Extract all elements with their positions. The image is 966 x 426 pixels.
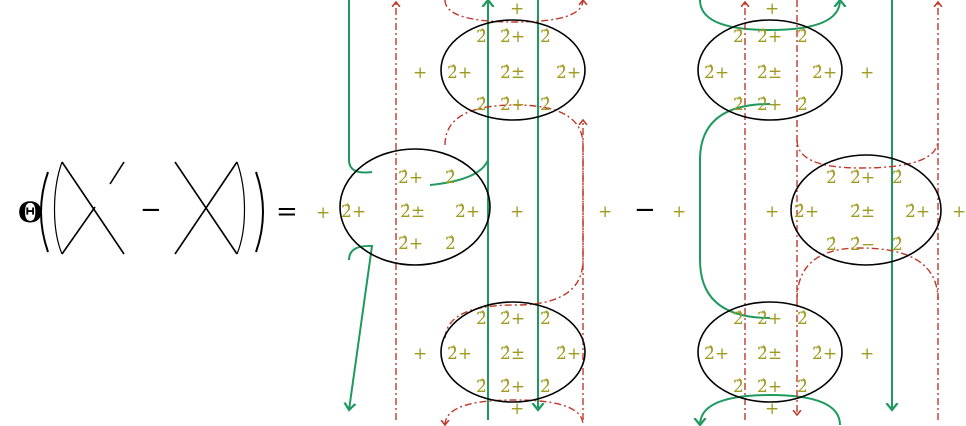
- label: 2̂: [733, 27, 744, 47]
- label: 2̂: [826, 168, 837, 188]
- label: 2̂+: [704, 63, 729, 83]
- plus-label: +: [765, 399, 779, 419]
- label: 2̂: [892, 235, 903, 255]
- right-paren: [255, 171, 264, 253]
- label: 2̂: [797, 309, 808, 329]
- label: 2̂±: [850, 202, 875, 222]
- oval-center-left: [339, 148, 491, 266]
- theta-symbol: Θ: [18, 196, 42, 229]
- minus-sign: −: [634, 195, 656, 225]
- label: 2̂: [445, 168, 456, 188]
- label: 2̂+: [500, 377, 525, 397]
- plus-label: +: [510, 202, 524, 222]
- label: 2̂: [826, 235, 837, 255]
- label: 2̂+: [398, 234, 423, 254]
- label: 2̂±: [500, 63, 525, 83]
- label: 2̂+: [757, 309, 782, 329]
- label: 2̂: [476, 27, 487, 47]
- label: 2̂: [733, 95, 744, 115]
- label: 2̂+: [500, 309, 525, 329]
- label: 2̂−: [850, 235, 875, 255]
- plus-label: +: [860, 63, 874, 83]
- label: 2̂: [733, 377, 744, 397]
- label: 2̂±: [400, 202, 425, 222]
- oval-center-right: [790, 154, 942, 266]
- minus-sign: −: [140, 195, 162, 225]
- label: 2̂+: [447, 63, 472, 83]
- oval-bottom-left: [440, 301, 586, 403]
- oval-bottom-right: [697, 301, 843, 403]
- label: 2̂+: [850, 168, 875, 188]
- plus-label: +: [952, 202, 966, 222]
- label: 2̂+: [500, 95, 525, 115]
- oval-top-left: [440, 19, 586, 121]
- label: 2̂: [476, 377, 487, 397]
- label: 2̂: [540, 377, 551, 397]
- plus-label: +: [413, 63, 427, 83]
- plus-label: +: [598, 202, 612, 222]
- plus-label: +: [413, 344, 427, 364]
- label: 2̂: [445, 234, 456, 254]
- plus-label: +: [860, 344, 874, 364]
- label: 2̂±: [500, 344, 525, 364]
- label: 2̂+: [500, 27, 525, 47]
- plus-label: +: [510, 399, 524, 419]
- label: 2̂±: [757, 344, 782, 364]
- label: 2̂+: [447, 344, 472, 364]
- oval-top-right: [697, 19, 843, 121]
- plus-label: +: [510, 0, 524, 19]
- label: 2̂+: [757, 27, 782, 47]
- diagram-two: + 2̂ 2̂+ 2̂ 2̂+ 2̂± 2̂+ + 2̂ 2̂+ 2̂ + 2̂…: [698, 0, 966, 425]
- label: 2̂: [892, 168, 903, 188]
- label: 2̂: [540, 309, 551, 329]
- label: 2̂: [797, 377, 808, 397]
- diagram-one: 2̂+ 2̂ 2̂+ 2̂± 2̂+ 2̂+ 2̂ + + 2̂ 2̂+ 2̂ …: [339, 0, 586, 425]
- crossing-diagram-a: [53, 161, 125, 255]
- label: 2̂+: [812, 63, 837, 83]
- label: 2̂: [733, 309, 744, 329]
- plus-label: +: [765, 202, 779, 222]
- left-paren: [40, 171, 49, 253]
- label: 2̂+: [341, 202, 366, 222]
- label: 2̂+: [398, 168, 423, 188]
- label: 2̂+: [905, 202, 930, 222]
- label: 2̂+: [794, 202, 819, 222]
- label: 2̂+: [556, 63, 581, 83]
- label: 2̂+: [455, 202, 480, 222]
- label: 2̂: [540, 95, 551, 115]
- label: 2̂+: [757, 95, 782, 115]
- label: 2̂+: [757, 377, 782, 397]
- plus-label: +: [316, 203, 330, 223]
- plus-label: +: [765, 0, 779, 19]
- plus-label: +: [672, 202, 686, 222]
- label: 2̂+: [556, 344, 581, 364]
- label: 2̂: [540, 27, 551, 47]
- equals-sign: =: [276, 197, 298, 227]
- label: 2̂: [476, 95, 487, 115]
- label: 2̂+: [704, 344, 729, 364]
- label: 2̂: [797, 95, 808, 115]
- label: 2̂: [476, 309, 487, 329]
- crossing-diagram-b: [174, 161, 246, 255]
- label: 2̂±: [757, 63, 782, 83]
- label: 2̂+: [812, 344, 837, 364]
- label: 2̂: [797, 27, 808, 47]
